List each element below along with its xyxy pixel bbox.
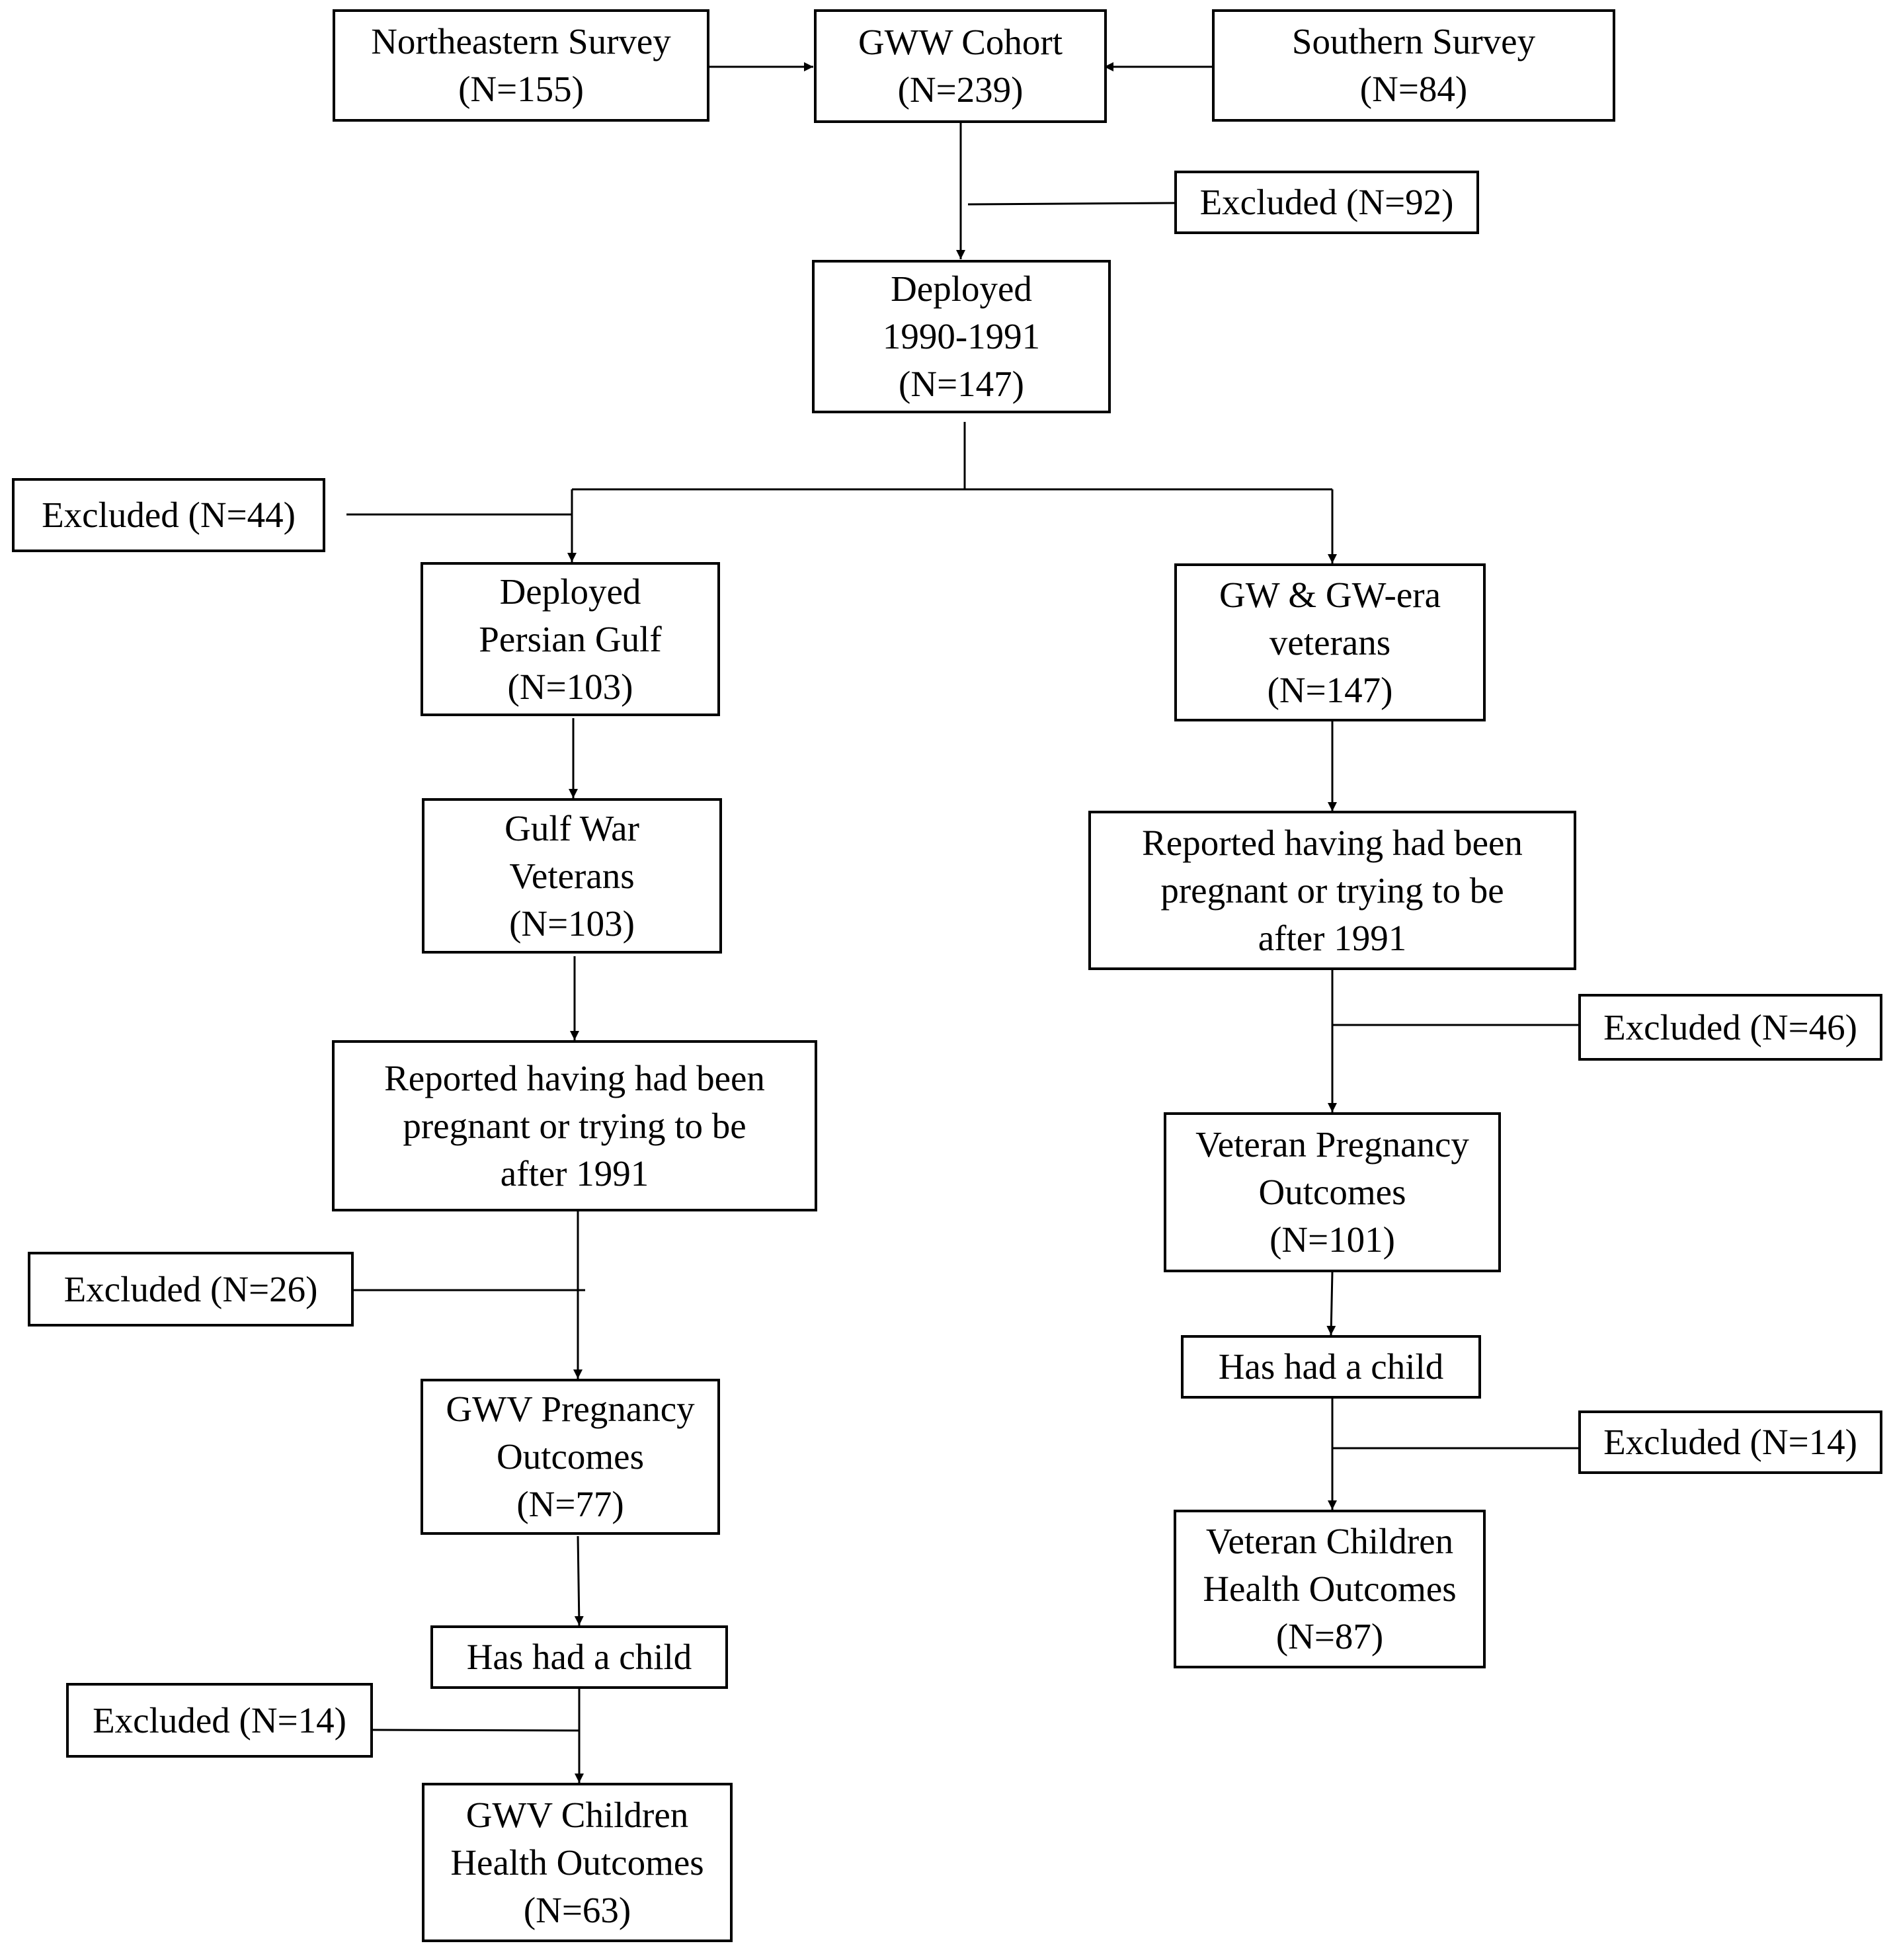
excluded-14-left-label: Excluded (N=14) [93,1699,346,1740]
has-had-child-left-label: Has had a child [466,1637,692,1677]
gwv-pregnancy-outcomes-label: GWV Pregnancy Outcomes (N=77) [446,1389,695,1524]
excluded-14-right-box: Excluded (N=14) [1578,1410,1882,1474]
veteran-children-health-box: Veteran Children Health Outcomes (N=87) [1174,1510,1486,1668]
reported-pregnant-left-box: Reported having had been pregnant or try… [332,1040,817,1211]
excluded-26-label: Excluded (N=26) [63,1268,318,1309]
gwv-pregnancy-outcomes-box: GWV Pregnancy Outcomes (N=77) [421,1379,720,1535]
excluded-14-left-box: Excluded (N=14) [66,1683,373,1758]
reported-pregnant-right-label: Reported having had been pregnant or try… [1142,822,1523,958]
gw-era-veterans-label: GW & GW-era veterans (N=147) [1219,574,1441,710]
excluded-92-box: Excluded (N=92) [1174,171,1479,234]
veteran-children-health-label: Veteran Children Health Outcomes (N=87) [1203,1521,1457,1656]
gww-cohort-box: GWW Cohort (N=239) [814,9,1107,123]
excluded-46-label: Excluded (N=46) [1603,1006,1857,1047]
veteran-pregnancy-outcomes-label: Veteran Pregnancy Outcomes (N=101) [1195,1124,1469,1260]
gwv-children-health-box: GWV Children Health Outcomes (N=63) [422,1783,733,1942]
excluded-46-box: Excluded (N=46) [1578,994,1882,1061]
arrow-gwv-pregnancy-to-child [574,1535,584,1626]
deployed-persian-gulf-box: Deployed Persian Gulf (N=103) [421,562,720,716]
gulf-war-veterans-label: Gulf War Veterans (N=103) [504,807,639,944]
deployed-persian-gulf-label: Deployed Persian Gulf (N=103) [479,571,662,707]
gw-era-veterans-box: GW & GW-era veterans (N=147) [1174,563,1486,721]
northeastern-survey-box: Northeastern Survey (N=155) [333,9,709,122]
northeastern-survey-label: Northeastern Survey (N=155) [371,21,671,109]
arrow-veteran-pregnancy-to-child [1326,1271,1336,1336]
line-excluded-92 [967,202,1175,206]
reported-pregnant-left-label: Reported having had been pregnant or try… [384,1057,765,1194]
has-had-child-left-box: Has had a child [430,1625,728,1689]
excluded-44-label: Excluded (N=44) [42,495,296,535]
deployed-1990-1991-label: Deployed 1990-1991 (N=147) [882,268,1041,404]
southern-survey-box: Southern Survey (N=84) [1212,9,1615,122]
has-had-child-right-box: Has had a child [1181,1335,1481,1399]
excluded-26-box: Excluded (N=26) [28,1252,354,1327]
deployed-1990-1991-box: Deployed 1990-1991 (N=147) [812,260,1111,413]
excluded-14-right-label: Excluded (N=14) [1603,1422,1857,1462]
reported-pregnant-right-box: Reported having had been pregnant or try… [1088,811,1576,970]
excluded-44-box: Excluded (N=44) [12,478,325,552]
line-excluded-14-left [371,1729,580,1732]
excluded-92-label: Excluded (N=92) [1199,182,1454,222]
southern-survey-label: Southern Survey (N=84) [1291,21,1536,109]
gulf-war-veterans-box: Gulf War Veterans (N=103) [422,798,722,954]
gwv-children-health-label: GWV Children Health Outcomes (N=63) [450,1794,704,1930]
veteran-pregnancy-outcomes-box: Veteran Pregnancy Outcomes (N=101) [1164,1112,1501,1272]
gww-cohort-label: GWW Cohort (N=239) [858,22,1063,110]
has-had-child-right-label: Has had a child [1218,1346,1444,1387]
